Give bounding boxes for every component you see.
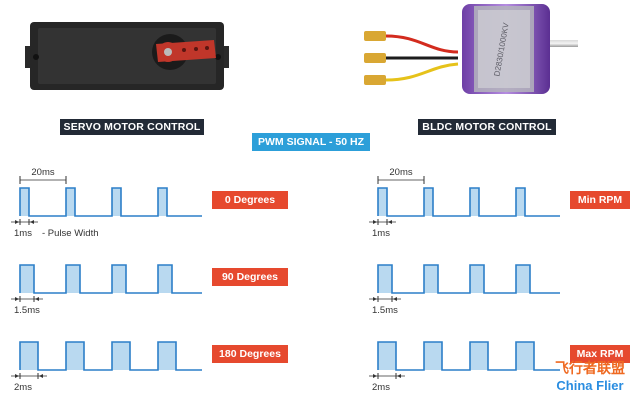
bldc-pulse-2-0 [378,342,396,370]
servo-pulse-1-2 [112,265,126,293]
bldc-waveform-2 [377,341,560,371]
waveforms: 1ms - Pulse Width 20ms 1.5ms 2ms 1ms 20ms 1.5ms… [11,167,560,393]
servo-pulse-2-2 [112,342,130,370]
watermark-en: China Flier [556,378,624,393]
servo-pulse-2-3 [158,342,176,370]
watermark: 飞行者联盟 China Flier [540,358,640,393]
bldc-pw-arrow-l-2 [373,374,377,378]
servo-pw-arrow-r-1 [35,297,39,301]
servo-pulse-2-0 [20,342,38,370]
servo-pw-arrow-l-1 [15,297,19,301]
servo-pw-arrow-r-2 [39,374,43,378]
bldc-pulse-2-2 [470,342,488,370]
servo-pulse-0-3 [158,188,167,216]
bldc-pulse-label-0: 1ms [372,228,390,239]
bldc-pulse-2-3 [516,342,534,370]
servo-period-label: 20ms [31,167,54,178]
servo-pulse-0-1 [66,188,75,216]
servo-pulse-0-2 [112,188,121,216]
bldc-pulse-0-1 [424,188,433,216]
servo-pulse-width-caption: - Pulse Width [42,228,99,239]
bldc-section-header: BLDC MOTOR CONTROL [418,119,556,135]
bldc-pw-arrow-l-1 [373,297,377,301]
bldc-pulse-1-1 [424,265,438,293]
servo-pw-arrow-r-0 [30,220,34,224]
servo-waveform-1 [19,264,202,294]
servo-waveform-0 [19,187,202,217]
servo-badge-1: 90 Degrees [212,268,288,286]
bldc-pw-arrow-l-0 [373,220,377,224]
watermark-cn: 飞行者联盟 [555,360,625,376]
bldc-pulse-1-3 [516,265,530,293]
servo-pulse-1-3 [158,265,172,293]
bldc-pw-arrow-r-1 [393,297,397,301]
bldc-pulse-0-2 [470,188,479,216]
bldc-pulse-2-1 [424,342,442,370]
bldc-pulse-label-1: 1.5ms [372,305,398,316]
servo-section-header: SERVO MOTOR CONTROL [60,119,204,135]
servo-pulse-label-0: 1ms [14,228,32,239]
servo-badge-0: 0 Degrees [212,191,288,209]
bldc-pw-arrow-r-2 [397,374,401,378]
bldc-pulse-1-2 [470,265,484,293]
servo-pulse-2-1 [66,342,84,370]
servo-pulse-label-2: 2ms [14,382,32,393]
servo-pulse-label-1: 1.5ms [14,305,40,316]
bldc-pulse-1-0 [378,265,392,293]
bldc-waveform-1 [377,264,560,294]
servo-pw-arrow-l-0 [15,220,19,224]
pwm-signal-header: PWM SIGNAL - 50 HZ [252,133,370,151]
bldc-waveform-0 [377,187,560,217]
servo-pulse-0-0 [20,188,29,216]
bldc-pulse-0-3 [516,188,525,216]
bldc-period-label: 20ms [389,167,412,178]
servo-waveform-2 [19,341,202,371]
bldc-pulse-0-0 [378,188,387,216]
servo-pulse-1-0 [20,265,34,293]
bldc-pulse-label-2: 2ms [372,382,390,393]
bldc-pw-arrow-r-0 [388,220,392,224]
servo-pw-arrow-l-2 [15,374,19,378]
servo-motor-image [25,22,229,90]
bldc-badge-max: Max RPM [570,345,630,363]
servo-badge-2: 180 Degrees [212,345,288,363]
bldc-badge-min: Min RPM [570,191,630,209]
servo-pulse-1-1 [66,265,80,293]
bldc-motor-image: D2830/1000KV [364,4,578,94]
